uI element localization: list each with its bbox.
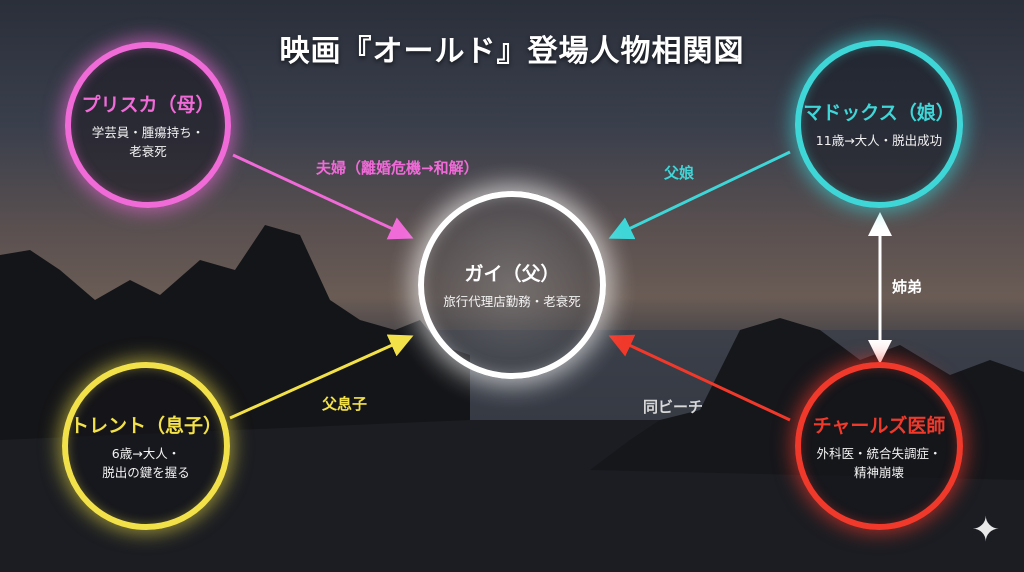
node-maddox: マドックス（娘） 11歳→大人・脱出成功 xyxy=(795,40,963,208)
node-prisca-desc-line1: 学芸員・腫瘍持ち・ xyxy=(91,124,205,140)
node-maddox-name: マドックス（娘） xyxy=(803,102,955,124)
node-charles-name: チャールズ医師 xyxy=(812,414,946,437)
node-prisca-name: プリスカ（母） xyxy=(81,93,215,116)
relation-label-charles-guy: 同ビーチ xyxy=(643,398,704,416)
arrow-prisca-guy xyxy=(232,153,414,240)
arrow-maddox-guy xyxy=(608,150,791,240)
node-charles: チャールズ医師 外科医・統合失調症・ 精神崩壊 xyxy=(795,362,963,530)
arrow-trent-guy xyxy=(229,334,414,420)
node-charles-desc-line2: 精神崩壊 xyxy=(853,464,904,480)
relation-label-maddox-guy: 父娘 xyxy=(664,164,695,182)
relation-label-prisca-guy: 夫婦（離婚危機→和解） xyxy=(316,159,479,177)
node-maddox-desc: 11歳→大人・脱出成功 xyxy=(815,133,943,148)
node-guy: ガイ（父） 旅行代理店勤務・老衰死 xyxy=(418,191,606,379)
node-prisca: プリスカ（母） 学芸員・腫瘍持ち・ 老衰死 xyxy=(65,42,231,208)
page-title: 映画『オールド』登場人物相関図 xyxy=(279,34,745,69)
node-guy-desc: 旅行代理店勤務・老衰死 xyxy=(443,294,581,309)
node-trent-desc-line1: 6歳→大人・ xyxy=(111,445,181,461)
node-charles-desc-line1: 外科医・統合失調症・ xyxy=(816,445,942,461)
sparkle-icon: ✦ xyxy=(971,510,1001,550)
node-prisca-desc-line2: 老衰死 xyxy=(129,143,167,159)
node-trent: トレント（息子） 6歳→大人・ 脱出の鍵を握る xyxy=(62,362,230,530)
relation-label-trent-guy: 父息子 xyxy=(322,395,368,413)
node-guy-name: ガイ（父） xyxy=(464,263,560,285)
arrow-charles-guy xyxy=(608,334,791,422)
relation-label-maddox-charles: 姉弟 xyxy=(892,278,923,296)
node-trent-desc-line2: 脱出の鍵を握る xyxy=(102,464,190,480)
node-trent-name: トレント（息子） xyxy=(69,414,222,437)
